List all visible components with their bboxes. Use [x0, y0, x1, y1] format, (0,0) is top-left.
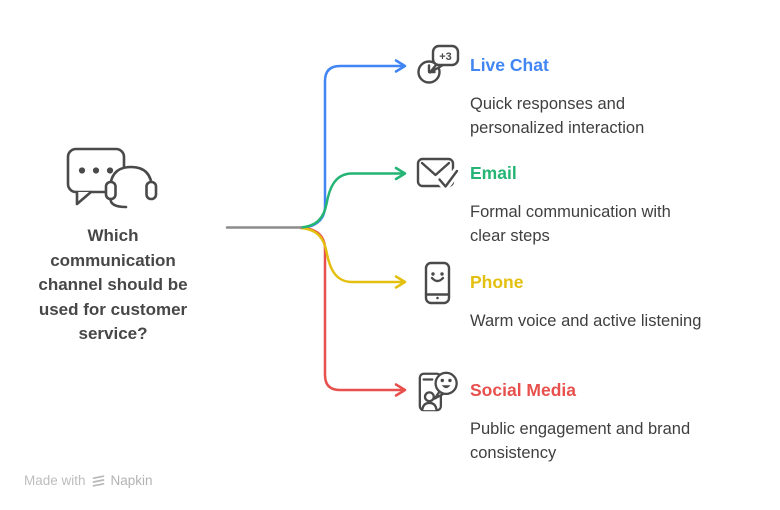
- made-with-label: Made with: [24, 473, 86, 488]
- branch-social-media: Social Media Public engagement and brand…: [416, 369, 776, 510]
- connector-phone: [299, 226, 406, 284]
- branch-title-email: Email: [470, 163, 517, 183]
- arrowhead-email: [394, 166, 407, 181]
- branch-phone: Phone Warm voice and active listening: [416, 261, 776, 411]
- phone-icon: [424, 261, 451, 305]
- connector-email: [299, 172, 406, 229]
- footer-attribution: Made with Napkin: [24, 473, 153, 488]
- branch-description-social-media: Public engagement and brand consistency: [470, 420, 691, 462]
- arrowhead-phone: [394, 275, 407, 289]
- live-chat-badge: +3: [439, 51, 452, 63]
- arrowhead-social-media: [394, 383, 407, 397]
- arrowhead-live-chat: [394, 59, 407, 73]
- email-icon: [416, 157, 460, 191]
- branch-description-phone: Warm voice and active listening: [470, 312, 702, 330]
- connector-live-chat: [299, 64, 406, 229]
- branch-email: Email Formal communication with clear st…: [416, 152, 776, 302]
- root-question: Which communication channel should be us…: [38, 226, 188, 343]
- branch-live-chat: +3 Live Chat Quick responses and persona…: [416, 44, 776, 194]
- chat-bubble-headset-icon: [66, 147, 158, 213]
- connector-social-media: [299, 226, 406, 392]
- branch-title-phone: Phone: [470, 272, 524, 292]
- live-chat-icon: +3: [417, 44, 460, 84]
- branch-title-social-media: Social Media: [470, 380, 577, 400]
- branch-description-email: Formal communication with clear steps: [470, 203, 671, 245]
- branch-title-live-chat: Live Chat: [470, 55, 549, 75]
- social-media-icon: [418, 371, 458, 412]
- branch-description-live-chat: Quick responses and personalized interac…: [470, 95, 645, 137]
- brand-label: Napkin: [110, 473, 153, 488]
- napkin-logo-icon: [92, 474, 104, 487]
